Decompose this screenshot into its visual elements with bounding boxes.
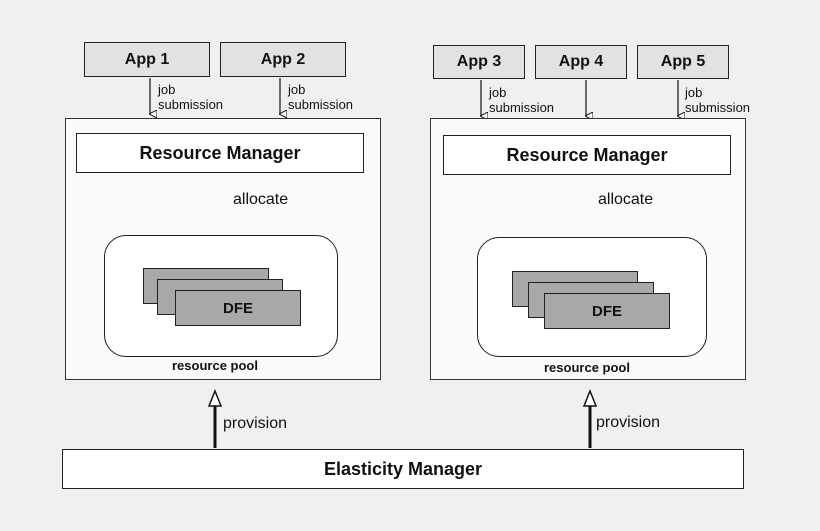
dfe-card-front-right: DFE <box>544 293 670 329</box>
app-5-box: App 5 <box>637 45 729 79</box>
app-4-label: App 4 <box>558 53 604 70</box>
provision-arrow-left <box>207 388 223 448</box>
resource-pool-label-right: resource pool <box>544 360 630 375</box>
resource-manager-right: Resource Manager <box>443 135 731 175</box>
cluster-left: Resource Manager DFE resource pool <box>65 118 381 380</box>
provision-label-left: provision <box>223 415 288 432</box>
app-1-box: App 1 <box>84 42 210 77</box>
dfe-label-right: DFE <box>592 302 622 320</box>
allocate-label-left: allocate <box>233 191 289 208</box>
app-1-label: App 1 <box>124 50 170 68</box>
resource-manager-right-label: Resource Manager <box>506 144 668 165</box>
app-2-label: App 2 <box>260 50 306 68</box>
provision-label-right: provision <box>596 414 661 431</box>
app-5-label: App 5 <box>660 53 706 70</box>
dfe-label-left: DFE <box>223 299 253 317</box>
app-3-label: App 3 <box>456 53 502 70</box>
app-3-box: App 3 <box>433 45 525 79</box>
app-4-box: App 4 <box>535 45 627 79</box>
provision-arrow-right <box>582 388 598 448</box>
resource-manager-left-label: Resource Manager <box>139 142 301 163</box>
resource-pool-right: DFE <box>477 237 707 357</box>
resource-pool-label-left: resource pool <box>172 358 258 373</box>
resource-manager-left: Resource Manager <box>76 133 364 173</box>
app-2-box: App 2 <box>220 42 346 77</box>
allocate-label-right: allocate <box>598 191 654 208</box>
cluster-right: Resource Manager DFE resource pool <box>430 118 746 380</box>
elasticity-manager-box: Elasticity Manager <box>62 449 744 489</box>
dfe-card-front-left: DFE <box>175 290 301 326</box>
elasticity-manager-label: Elasticity Manager <box>323 458 483 479</box>
resource-pool-left: DFE <box>104 235 338 357</box>
